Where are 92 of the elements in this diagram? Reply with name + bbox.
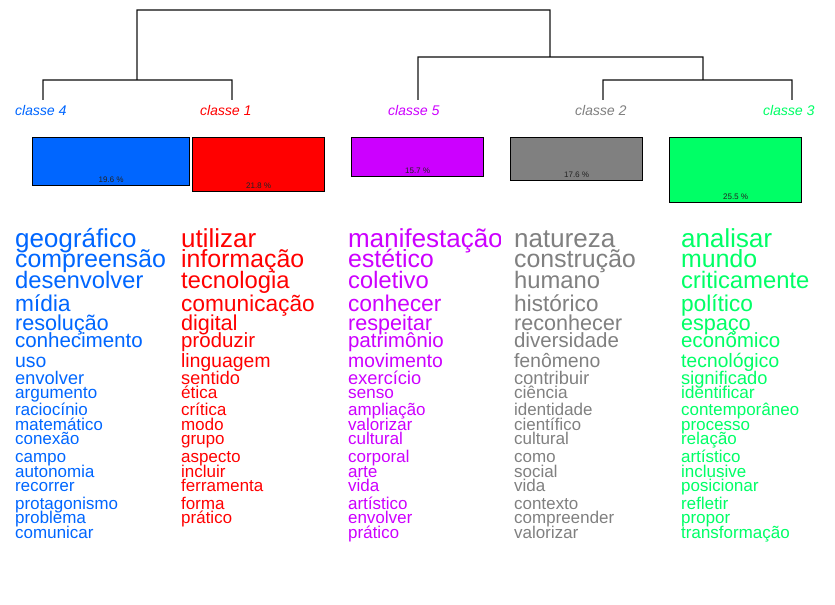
percentage-label: 15.7 %	[405, 166, 430, 176]
word-label: identificar	[681, 385, 755, 400]
word-label: uso	[15, 352, 46, 370]
word-label: matemático	[15, 418, 104, 432]
word-label: corporal	[348, 450, 410, 465]
word-label: envolver	[15, 370, 84, 386]
class-label: classe 1	[200, 102, 252, 118]
word-label: conhecer	[348, 294, 442, 314]
class-label: classe 2	[575, 102, 626, 118]
word-label: desenvolver	[15, 270, 144, 292]
word-label: diversidade	[514, 332, 619, 350]
word-label: patrimônio	[348, 332, 445, 350]
word-label: contemporâneo	[681, 403, 800, 418]
word-label: relação	[681, 432, 737, 447]
percentage-label: 21.8 %	[246, 181, 271, 191]
word-label: processo	[681, 418, 750, 432]
word-label: histórico	[514, 294, 598, 314]
word-label: vida	[514, 479, 546, 494]
word-label: científico	[514, 418, 582, 432]
word-label: contexto	[514, 496, 578, 512]
word-label: social	[514, 464, 558, 480]
word-label: ferramenta	[181, 479, 264, 494]
word-label: resolução	[15, 314, 109, 332]
class-label: classe 3	[763, 102, 814, 118]
word-label: propor	[681, 511, 730, 526]
word-label: significado	[681, 370, 768, 386]
word-label: valorizar	[348, 418, 412, 432]
word-label: protagonismo	[15, 496, 120, 512]
word-label: prático	[348, 526, 400, 541]
word-label: grupo	[181, 432, 226, 447]
word-label: posicionar	[681, 479, 760, 494]
word-label: crítica	[181, 403, 228, 418]
word-label: fenômeno	[514, 352, 602, 370]
word-label: produzir	[181, 332, 256, 350]
word-label: transformação	[681, 526, 791, 541]
word-label: coletivo	[348, 270, 429, 292]
word-label: refletir	[681, 496, 728, 512]
word-label: artístico	[348, 496, 408, 512]
word-label: raciocínio	[15, 403, 88, 418]
class-label: classe 4	[15, 102, 66, 118]
word-label: problema	[15, 511, 86, 526]
word-label: criticamente	[681, 270, 810, 292]
word-label: aspecto	[181, 450, 242, 465]
word-label: humano	[514, 270, 600, 292]
word-label: contribuir	[514, 370, 590, 386]
word-label: incluir	[181, 464, 226, 480]
word-label: exercício	[348, 370, 422, 386]
word-label: valorizar	[514, 526, 578, 541]
word-label: cultural	[514, 432, 569, 447]
word-label: tecnológico	[681, 352, 780, 370]
word-label: construção	[514, 249, 637, 271]
word-label: como	[514, 450, 556, 465]
word-label: modo	[181, 418, 224, 432]
word-label: recorrer	[15, 479, 75, 494]
word-label: vida	[348, 479, 380, 494]
word-label: conexão	[15, 432, 80, 447]
word-label: natureza	[514, 227, 616, 250]
word-label: ciência	[514, 385, 568, 400]
word-label: comunicação	[181, 294, 316, 314]
percentage-label: 19.6 %	[98, 175, 124, 185]
word-label: argumento	[15, 385, 98, 400]
word-label: arte	[348, 464, 378, 480]
word-label: informação	[181, 249, 306, 271]
word-label: mídia	[15, 294, 70, 314]
word-label: sentido	[181, 370, 240, 386]
word-label: artístico	[681, 450, 741, 465]
word-label: comunicar	[15, 526, 94, 541]
word-label: político	[681, 294, 754, 314]
word-label: digital	[181, 314, 238, 332]
word-label: forma	[181, 496, 224, 512]
word-label: envolver	[348, 511, 414, 526]
class-label: classe 5	[388, 102, 440, 118]
word-label: ética	[181, 385, 218, 400]
word-label: autonomia	[15, 464, 96, 480]
word-label: utilizar	[181, 227, 256, 250]
word-label: identidade	[514, 403, 594, 418]
word-label: mundo	[681, 249, 758, 271]
word-label: cultural	[348, 432, 403, 447]
word-label: linguagem	[181, 352, 272, 370]
word-label: ampliação	[348, 403, 426, 418]
word-label: movimento	[348, 352, 444, 370]
word-label: senso	[348, 385, 394, 400]
percentage-label: 25.5 %	[723, 192, 748, 202]
word-label: analisar	[681, 227, 774, 250]
word-label: prático	[181, 511, 234, 526]
word-label: tecnologia	[181, 270, 290, 292]
word-label: reconhecer	[514, 314, 624, 332]
word-label: respeitar	[348, 314, 432, 332]
word-label: campo	[15, 450, 66, 465]
word-label: compreender	[514, 511, 616, 526]
word-label: inclusive	[681, 464, 746, 480]
percentage-label: 17.6 %	[564, 170, 589, 180]
